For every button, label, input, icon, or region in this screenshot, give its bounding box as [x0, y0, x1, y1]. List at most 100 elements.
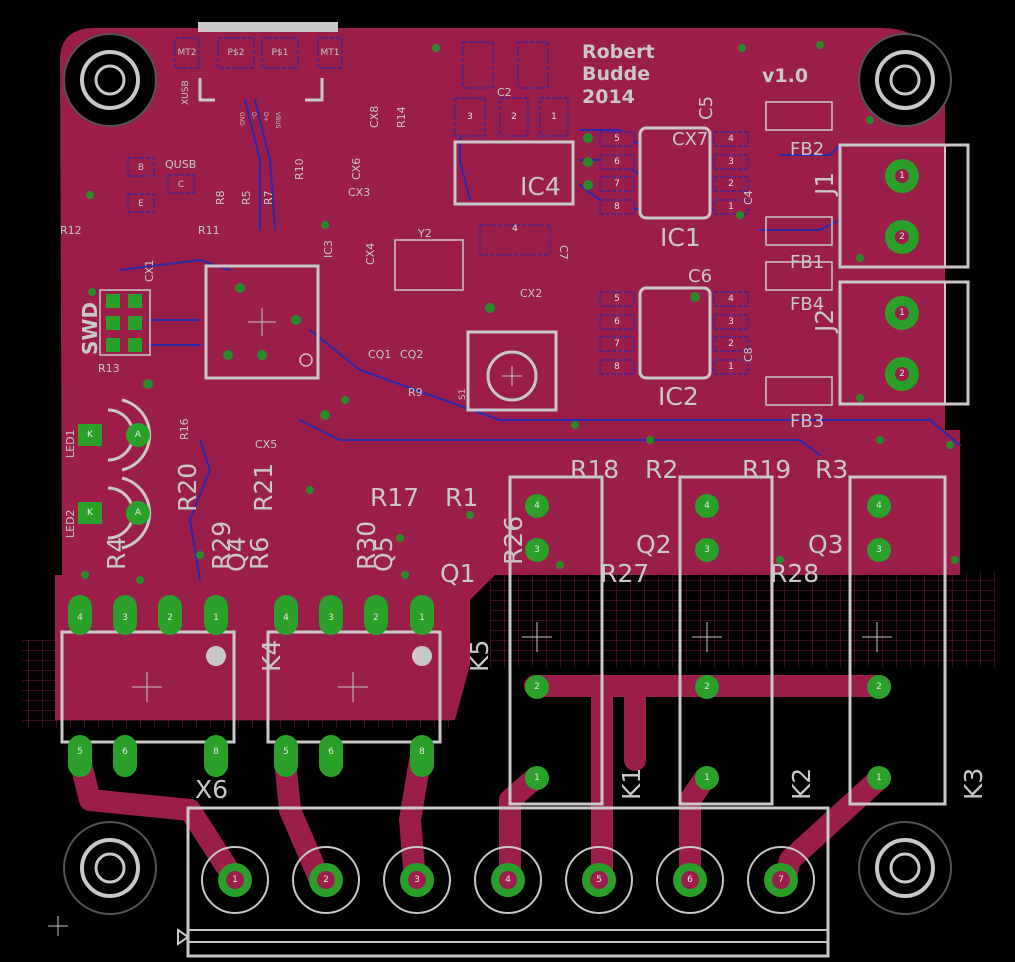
relay-grid-left	[22, 640, 452, 728]
k1-pin1: 1	[534, 773, 540, 783]
k4-pin8: 8	[213, 747, 219, 757]
ic1-pin2: 2	[728, 179, 734, 189]
k3-pin2: 2	[876, 682, 882, 692]
label-r5: R5	[240, 190, 253, 205]
label-led1: LED1	[64, 429, 77, 458]
x6-pin1: 1	[232, 875, 238, 885]
k4-pin6: 6	[122, 747, 128, 757]
k4-pin2: 2	[167, 613, 173, 623]
relay-k2: 4 3 2 1 K2	[678, 475, 816, 806]
ic1-pin7: 7	[614, 179, 620, 189]
j2-connector: 1 2 J2	[810, 280, 970, 406]
ic4-pin1: 1	[551, 112, 557, 122]
ic1-pin3: 3	[728, 157, 734, 167]
swd-header: SWD	[78, 289, 151, 356]
relay-k5: 4 3 2 1 5 6 8 K5	[266, 595, 494, 777]
label-r16: R16	[178, 418, 191, 440]
ic2-footprint: 5 6 7 8 4 3 2 1 IC2 C6 C8	[599, 266, 755, 411]
label-r19: R19	[742, 455, 791, 484]
j1-connector: 1 2 J1	[810, 143, 970, 269]
k5-pin1: 1	[419, 613, 425, 623]
k5-pin2: 2	[373, 613, 379, 623]
led1-k: K	[87, 430, 94, 440]
led2: K A LED2	[64, 476, 152, 550]
label-k4: K4	[257, 640, 286, 672]
qusb-b: B	[138, 163, 144, 173]
label-r10: R10	[293, 158, 306, 180]
j2-pin1: 1	[899, 308, 905, 318]
label-ps2: P$2	[228, 48, 245, 58]
qusb-block: B C E QUSB	[127, 157, 196, 213]
label-q3: Q3	[808, 530, 844, 559]
label-r12: R12	[60, 224, 82, 237]
origin-marker	[48, 916, 68, 936]
mount-hole-bl	[63, 821, 157, 915]
ic1-pins-left: 5 6 7 8	[599, 131, 635, 215]
label-c2: C2	[497, 86, 512, 99]
ic1-pins-right: 4 3 2 1	[713, 131, 749, 215]
label-r18: R18	[570, 455, 619, 484]
label-fb2: FB2	[790, 139, 824, 160]
usb-pin-dm: D-	[250, 112, 257, 119]
label-q5: Q5	[369, 536, 398, 572]
label-fb3: FB3	[790, 411, 824, 432]
author-line1: Robert	[582, 41, 655, 63]
k4-pin1: 1	[213, 613, 219, 623]
version-label: v1.0	[762, 65, 808, 87]
ic2-pin3: 3	[728, 317, 734, 327]
relay-k1: 4 3 2 1 K1	[508, 475, 646, 806]
label-led2: LED2	[64, 509, 77, 538]
ic1-pin6: 6	[614, 157, 620, 167]
x6-pin2: 2	[323, 875, 329, 885]
signal-traces	[119, 99, 961, 581]
switch-s1: S1 CX2 C7	[458, 245, 570, 412]
ic1-pin8: 8	[614, 202, 620, 212]
k2-pin4: 4	[704, 501, 710, 511]
k1-pin2: 2	[534, 682, 540, 692]
label-cx2: CX2	[520, 287, 542, 300]
label-x6: X6	[195, 775, 228, 804]
relay-k4: 4 3 2 1 5 6 8 K4	[60, 595, 286, 777]
x6-pin5: 5	[596, 875, 602, 885]
k5-pin3: 3	[328, 613, 334, 623]
label-mt1: MT1	[321, 48, 340, 58]
ic2-pin8: 8	[614, 362, 620, 372]
label-cx8: CX8	[368, 106, 381, 128]
passive-labels: R14 CX8 R10 CX6 CX3 CX4 R9 R5 R7 R8 R11 …	[60, 106, 848, 588]
label-k5: K5	[465, 640, 494, 672]
x6-pin7: 7	[778, 875, 784, 885]
label-ic1: IC1	[660, 223, 701, 252]
label-r20: R20	[173, 463, 202, 512]
ic2-pin5: 5	[614, 294, 620, 304]
label-q2: Q2	[636, 530, 672, 559]
led1: K A LED1	[64, 398, 152, 472]
label-qusb: QUSB	[165, 158, 196, 171]
ferrite-beads: FB2 FB1 FB4 FB3	[765, 101, 833, 432]
ic2-pin2: 2	[728, 339, 734, 349]
label-cx6: CX6	[350, 158, 363, 180]
j1-pin1: 1	[899, 171, 905, 181]
k1-pin4: 4	[534, 501, 540, 511]
label-cx3: CX3	[348, 186, 370, 199]
label-ic4: IC4	[520, 172, 561, 201]
led2-k: K	[87, 508, 94, 518]
label-r9: R9	[408, 386, 423, 399]
label-c5: C5	[696, 96, 717, 120]
label-q4: Q4	[222, 536, 251, 572]
x6-pin6: 6	[687, 875, 693, 885]
j1-pin2: 2	[899, 232, 905, 242]
terminal-x6: X6 1 2 3 4 5 6 7	[177, 775, 830, 958]
label-c8: C8	[742, 347, 755, 362]
label-k1: K1	[617, 768, 646, 800]
ic3-mcu: IC3	[204, 240, 335, 380]
k5-pin8: 8	[419, 747, 425, 757]
ic4-pin4: 4	[512, 224, 518, 234]
usb-pin-vbus: VBUS	[274, 112, 281, 129]
k2-pin3: 3	[704, 545, 710, 555]
label-r14: R14	[395, 106, 408, 128]
ic2-pin1: 1	[728, 362, 734, 372]
ic1-pin5: 5	[614, 134, 620, 144]
label-r2: R2	[645, 455, 678, 484]
label-cq2: CQ2	[400, 348, 423, 361]
label-r13: R13	[98, 362, 120, 375]
